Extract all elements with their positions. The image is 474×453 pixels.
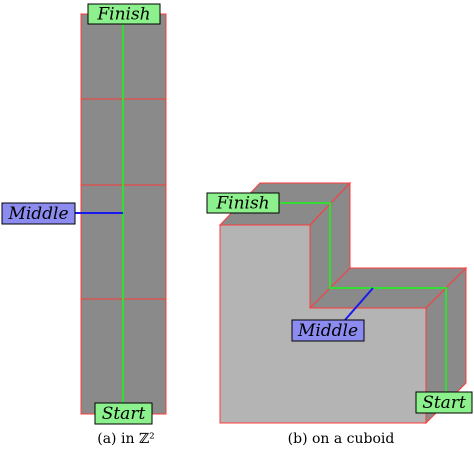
- finish-text: Finish: [215, 194, 269, 214]
- start-text: Start: [422, 393, 466, 413]
- start-label-a: Start: [94, 402, 153, 425]
- middle-connector: [344, 287, 374, 321]
- panel-a: Finish Middle Start (a) in ℤ²: [1, 3, 167, 447]
- start-label-b: Start: [415, 391, 473, 414]
- caption-b: (b) on a cuboid: [288, 431, 395, 447]
- middle-text: Middle: [297, 321, 358, 341]
- finish-text: Finish: [96, 5, 150, 25]
- start-text: Start: [102, 404, 146, 424]
- finish-label-b: Finish: [206, 192, 280, 214]
- middle-label-b: Middle: [291, 319, 365, 342]
- path-line: [270, 202, 447, 402]
- middle-label-a: Middle: [1, 202, 76, 225]
- finish-label-a: Finish: [87, 3, 161, 25]
- middle-text: Middle: [7, 204, 68, 224]
- panel-b: Finish Middle Start (b) on a cuboid: [206, 181, 473, 447]
- caption-a: (a) in ℤ²: [97, 431, 155, 447]
